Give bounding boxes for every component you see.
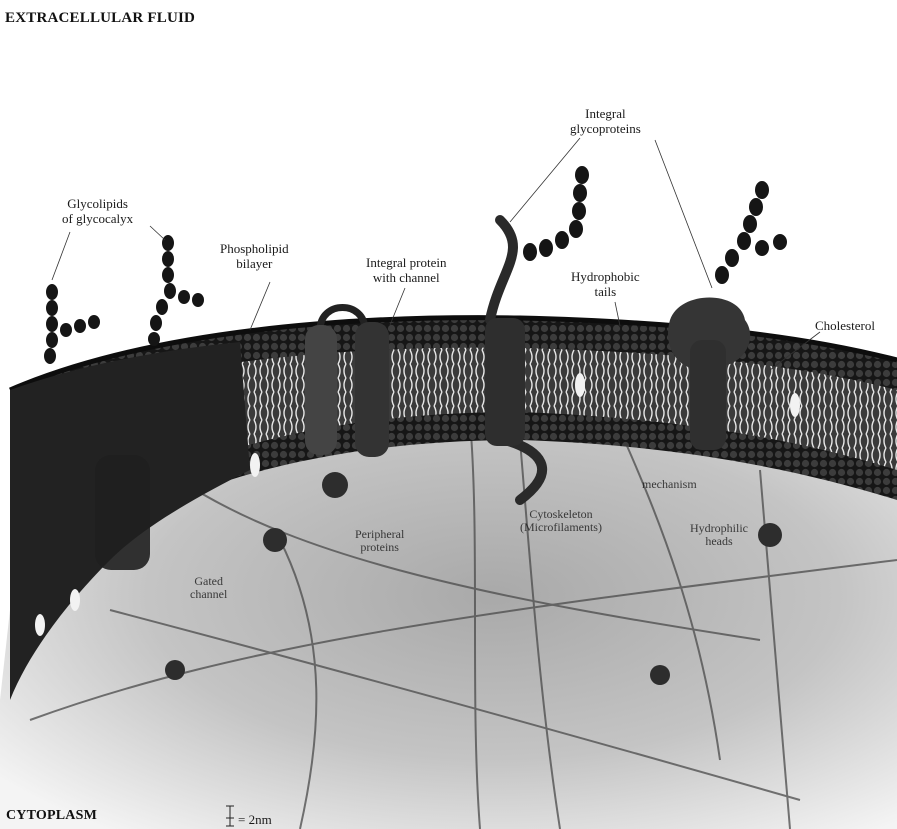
label-cytoskeleton: Cytoskeleton(Microfilaments) xyxy=(520,508,602,534)
cytoplasm-heading: CYTOPLASM xyxy=(6,808,97,824)
label-inner-fragment: mechanism xyxy=(642,478,697,491)
scale-bar-label: = 2nm xyxy=(238,812,272,827)
gated-channel xyxy=(95,455,150,570)
label-cholesterol: Cholesterol xyxy=(815,318,875,333)
extracellular-heading: EXTRACELLULAR FLUID xyxy=(5,10,195,27)
